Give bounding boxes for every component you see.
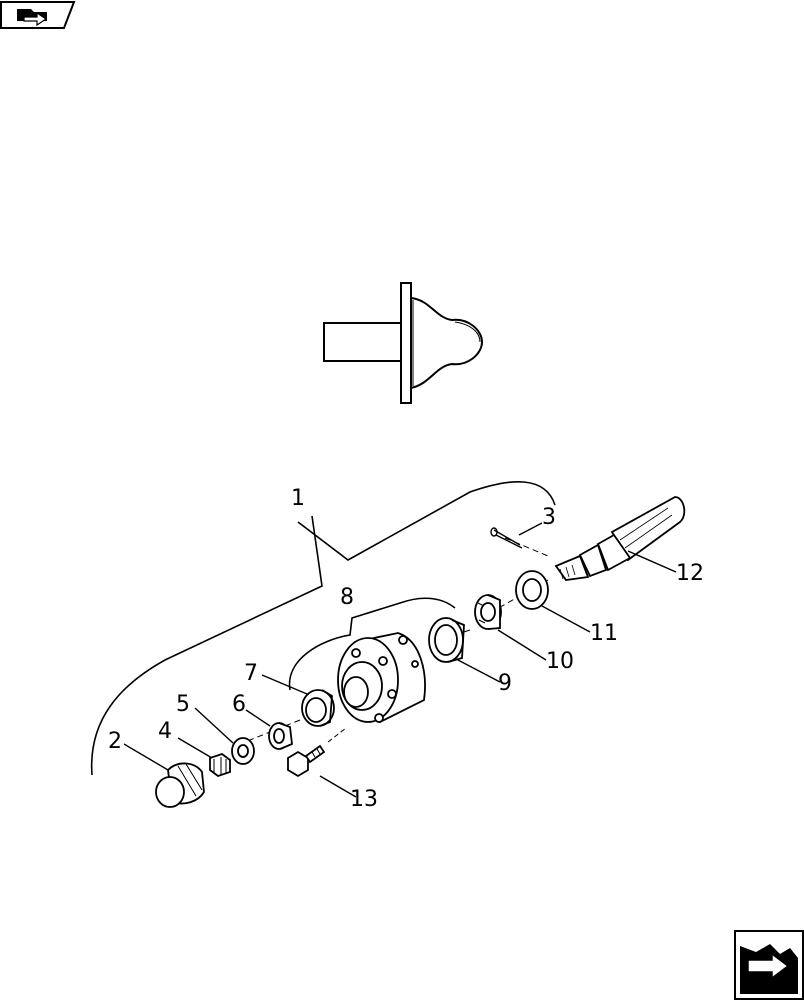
next-page-arrow-icon (734, 930, 804, 1000)
folder-nav-button[interactable] (0, 0, 76, 30)
callout-11: 11 (590, 621, 618, 646)
callout-12: 12 (676, 561, 704, 586)
callout-7: 7 (244, 661, 258, 686)
callout-10: 10 (546, 649, 574, 674)
callout-9: 9 (498, 671, 512, 696)
part-7-bearing-cup (301, 689, 335, 727)
callout-13: 13 (350, 787, 378, 812)
part-9-bearing-cup (428, 617, 465, 663)
callout-8-bracket (288, 597, 456, 691)
part-8-hub (337, 632, 426, 724)
callout-1: 1 (291, 486, 305, 511)
part-4-castle-nut (209, 752, 231, 778)
part-11-ring (515, 570, 549, 610)
part-3-cotter-pin (490, 527, 523, 549)
part-13-bolt (287, 727, 347, 778)
part-12-spindle (554, 496, 686, 581)
part-2-grease-cap (155, 762, 205, 808)
callout-4: 4 (158, 719, 172, 744)
next-page-button[interactable] (734, 930, 804, 1000)
part-10-bearing-cone (474, 594, 502, 630)
callout-8: 8 (340, 585, 354, 610)
callout-1-bracket (90, 480, 556, 776)
leader-lines (123, 522, 677, 798)
callout-numbers: 1 2 3 4 5 6 7 8 9 10 11 12 13 (108, 486, 704, 812)
callout-6: 6 (232, 692, 246, 717)
callout-5: 5 (176, 692, 190, 717)
callout-2: 2 (108, 729, 122, 754)
assembled-hub-sketch (323, 282, 484, 404)
callout-3: 3 (542, 505, 556, 530)
part-5-washer (231, 737, 255, 765)
folder-arrow-icon (0, 1, 76, 29)
part-6-bearing-cone (268, 722, 293, 750)
